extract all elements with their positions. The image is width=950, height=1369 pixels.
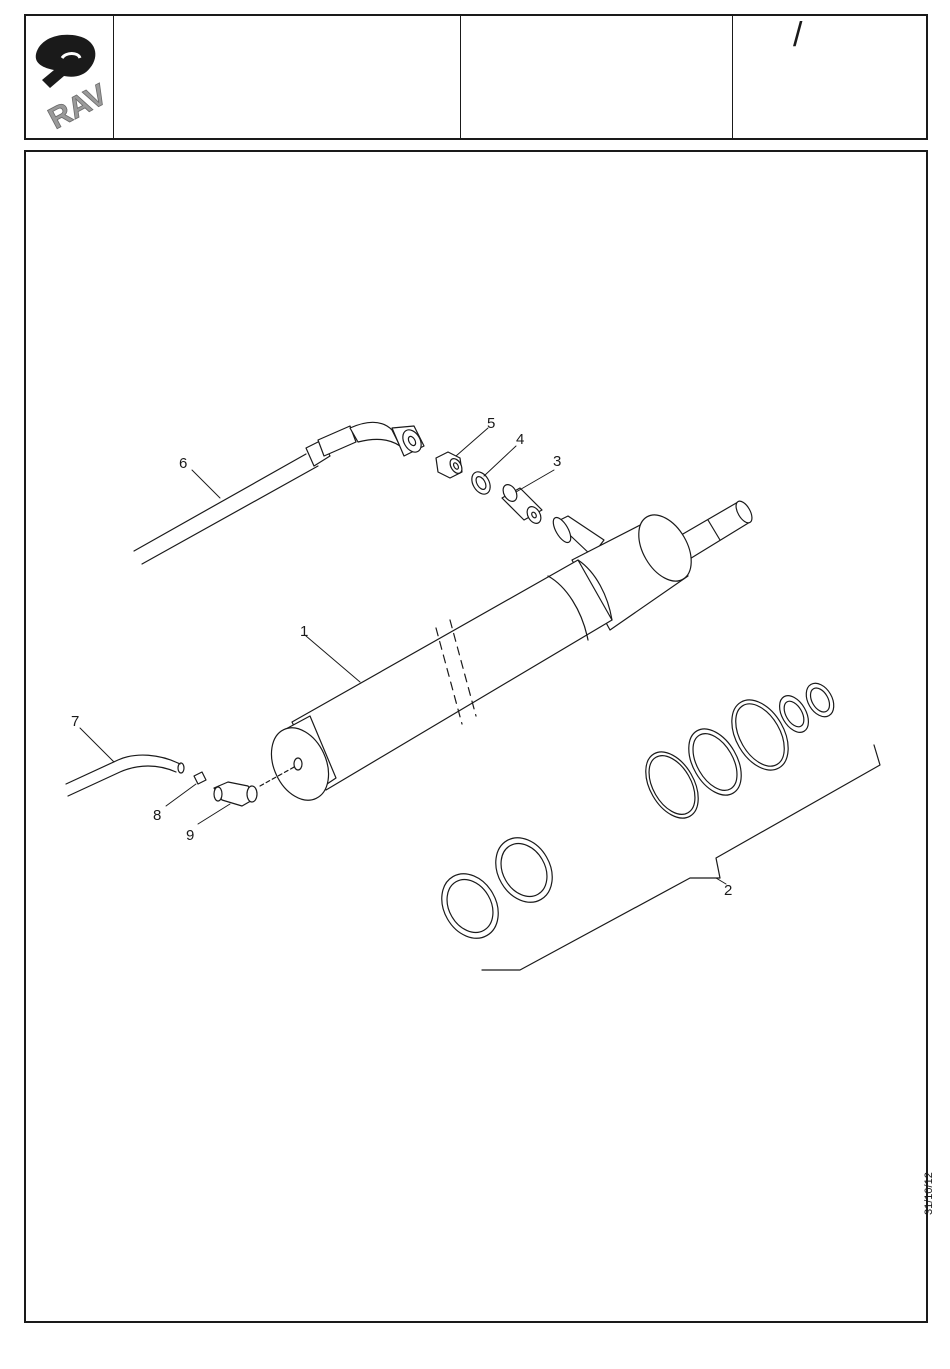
washer-4 (468, 469, 494, 498)
fitting-nut-5 (436, 452, 464, 478)
callout-3: 3 (553, 453, 561, 470)
callout-1: 1 (300, 623, 308, 640)
leader-lines (80, 428, 726, 884)
cylinder-body-1 (260, 499, 755, 810)
callout-2: 2 (724, 882, 732, 899)
callout-8: 8 (153, 807, 161, 824)
callout-6: 6 (179, 455, 187, 472)
callout-4: 4 (516, 431, 524, 448)
hose-6 (134, 422, 425, 564)
callout-7: 7 (71, 713, 79, 730)
ferrule-8 (194, 772, 206, 784)
pipe-7 (66, 755, 184, 796)
callout-9: 9 (186, 827, 194, 844)
revision-date: 31/10/12 (923, 1175, 935, 1215)
seal-kit-2 (430, 678, 880, 970)
callout-5: 5 (487, 415, 495, 432)
elbow-9 (214, 782, 257, 806)
